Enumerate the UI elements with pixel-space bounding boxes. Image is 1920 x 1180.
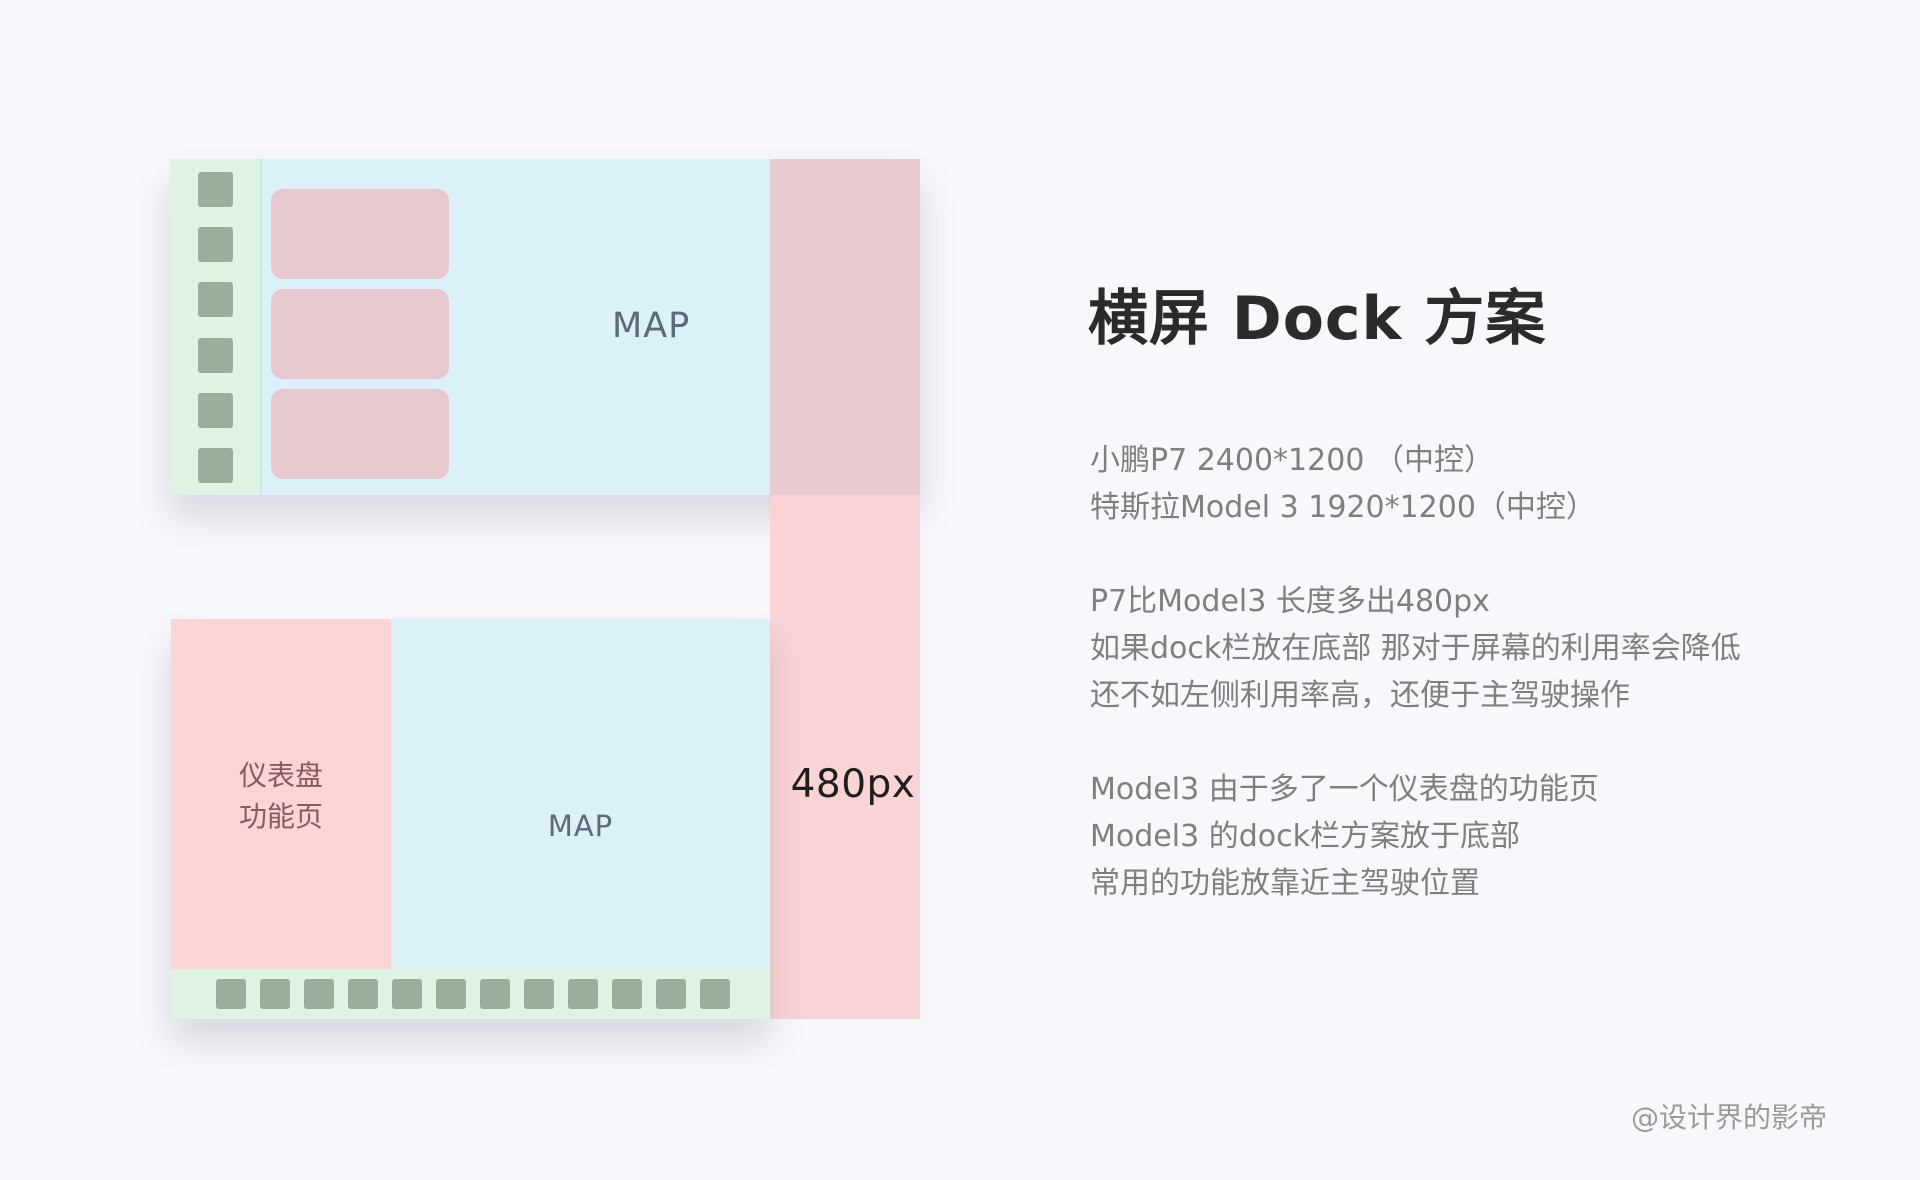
dock-item: [700, 979, 730, 1009]
top-screen-p7: MAP: [170, 159, 920, 495]
top-extra-width-area: [770, 159, 920, 495]
dock-item: [197, 337, 233, 373]
dock-item: [197, 447, 233, 483]
top-map-label: MAP: [612, 306, 691, 346]
top-map-area: MAP: [262, 159, 770, 495]
info-card: [271, 189, 449, 279]
page-title: 横屏 Dock 方案: [1088, 284, 1547, 354]
description-line: Model3 由于多了一个仪表盘的功能页: [1090, 772, 1599, 807]
description-line: 常用的功能放靠近主驾驶位置: [1090, 866, 1480, 901]
dock-layout-diagram: MAP 480px 仪表盘 功能页 MAP: [170, 159, 920, 1019]
dock-item: [656, 979, 686, 1009]
dock-item: [197, 227, 233, 263]
left-dock-bar: [170, 159, 262, 495]
dock-item: [216, 979, 246, 1009]
description-line: 如果dock栏放在底部 那对于屏幕的利用率会降低: [1090, 631, 1741, 666]
dock-item: [197, 282, 233, 318]
extra-width-column: [770, 495, 920, 1019]
author-watermark: @设计界的影帝: [1630, 1101, 1827, 1134]
description-line: 小鹏P7 2400*1200 （中控）: [1090, 443, 1494, 478]
dashboard-label: 仪表盘 功能页: [238, 759, 323, 833]
dock-item: [197, 172, 233, 207]
dock-item: [304, 979, 334, 1009]
description-line: 特斯拉Model 3 1920*1200（中控）: [1090, 490, 1596, 525]
dock-item: [436, 979, 466, 1009]
info-card: [271, 289, 449, 379]
description-paragraph: P7比Model3 长度多出480px 如果dock栏放在底部 那对于屏幕的利用…: [1090, 578, 1741, 719]
dock-item: [348, 979, 378, 1009]
description-line: 还不如左侧利用率高，还便于主驾驶操作: [1090, 678, 1630, 713]
dock-item: [260, 979, 290, 1009]
bottom-dock-bar: [171, 969, 770, 1019]
info-card: [271, 389, 449, 479]
description-paragraph: Model3 由于多了一个仪表盘的功能页 Model3 的dock栏方案放于底部…: [1090, 766, 1599, 907]
description-line: Model3 的dock栏方案放于底部: [1090, 819, 1520, 854]
description-line: P7比Model3 长度多出480px: [1090, 584, 1490, 619]
dock-item: [197, 392, 233, 428]
dock-item: [480, 979, 510, 1009]
dock-item: [392, 979, 422, 1009]
dock-item: [568, 979, 598, 1009]
extra-width-label: 480px: [790, 762, 916, 807]
dashboard-panel: 仪表盘 功能页: [171, 619, 391, 969]
bottom-screen-model3: 仪表盘 功能页 MAP: [171, 619, 770, 1019]
bottom-map-label: MAP: [547, 809, 614, 843]
bottom-map-area: MAP: [391, 619, 770, 969]
description-paragraph: 小鹏P7 2400*1200 （中控） 特斯拉Model 3 1920*1200…: [1090, 437, 1596, 531]
dock-item: [612, 979, 642, 1009]
dock-item: [524, 979, 554, 1009]
